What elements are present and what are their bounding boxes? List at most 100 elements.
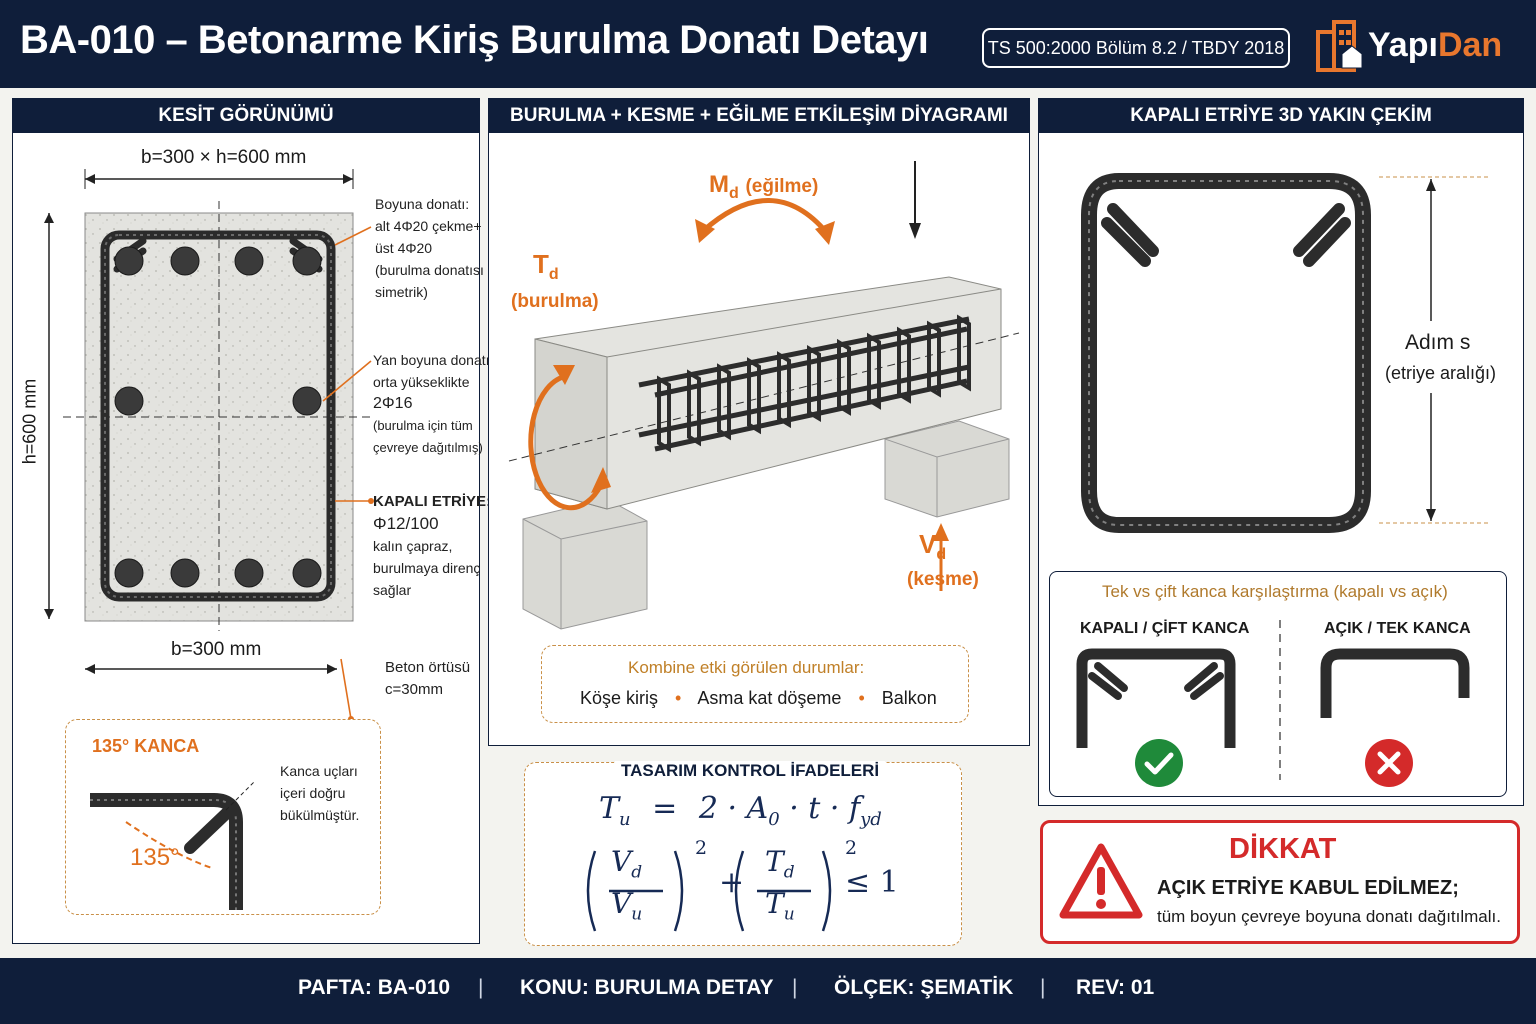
cage-stirrup xyxy=(717,363,731,441)
cover-line: Beton örtüsü xyxy=(385,659,471,676)
cage-stirrup xyxy=(837,338,851,416)
logo-accent: Dan xyxy=(1437,26,1503,64)
case-item: Köşe kiriş xyxy=(580,688,659,708)
side-rebar-line: orta yükseklikte xyxy=(373,374,470,390)
side-rebar-line: 2Φ16 xyxy=(373,395,413,412)
footer-scale: ÖLÇEK: ŞEMATİK xyxy=(834,976,1014,999)
td-symbol: T xyxy=(533,249,549,279)
logo-main: Yapı xyxy=(1368,26,1438,64)
stirrup-line: Φ12/100 xyxy=(373,514,439,533)
closed-stirrup-3d xyxy=(1081,173,1371,533)
open-hook-drawing xyxy=(1320,648,1470,718)
hook-detail-box: 135° KANCA 135° Kanca uçları içeri doğru… xyxy=(65,719,381,915)
bullet-dot: • xyxy=(675,688,682,708)
td-text: (burulma) xyxy=(511,291,599,312)
dim-top-line xyxy=(84,169,354,189)
stirrup-line: kalın çapraz, xyxy=(373,538,453,554)
cage-stirrup xyxy=(777,351,791,429)
cage-stirrup xyxy=(957,314,971,392)
section-view-panel: KESİT GÖRÜNÜMÜ b=300 × h=600 mm h=600 mm xyxy=(12,98,493,944)
compare-open-label: AÇIK / TEK KANCA xyxy=(1324,620,1471,637)
standard-badge: TS 500:2000 Bölüm 8.2 / TBDY 2018 xyxy=(982,28,1290,68)
side-rebar-line: Yan boyuna donatı: xyxy=(373,352,494,368)
formula-interaction-brackets xyxy=(586,850,832,932)
f2-num2: Td xyxy=(765,845,795,883)
stirrup-3d-panel: KAPALI ETRİYE 3D YAKIN ÇEKİM Adım s (etr… xyxy=(1038,98,1524,806)
footer-sheet: PAFTA: BA-010 xyxy=(298,976,451,999)
f2-d2: T xyxy=(765,887,784,920)
long-rebar-line: üst 4Φ20 xyxy=(375,240,433,256)
f1-eq: = xyxy=(652,791,678,826)
cage-stirrup xyxy=(657,375,671,453)
f1-rhs-sub: 0 xyxy=(768,809,780,830)
td-sub: d xyxy=(548,266,559,284)
long-rebar-line: alt 4Φ20 çekme+ xyxy=(375,218,482,234)
design-check-title: TASARIM KONTROL İFADELERİ xyxy=(615,761,886,781)
vd-text: (kesme) xyxy=(907,569,979,590)
warning-title: DİKKAT xyxy=(1229,833,1337,865)
side-rebar-line: (burulma için tüm xyxy=(373,418,473,433)
hook-135-drawing xyxy=(90,781,255,910)
long-rebar-line: (burulma donatısı xyxy=(375,262,484,278)
combined-cases-box: Kombine etki görülen durumlar: Köşe kiri… xyxy=(541,645,969,723)
stirrup-title: KAPALI ETRİYE: xyxy=(373,493,492,510)
f2-exp2: 2 xyxy=(845,837,858,859)
page-title: BA-010 – Betonarme Kiriş Burulma Donatı … xyxy=(20,18,929,62)
pitch-dimension xyxy=(1379,176,1489,524)
cage-stirrup xyxy=(867,332,881,410)
hook-detail-title: 135° KANCA xyxy=(92,736,200,756)
warning-box: DİKKAT AÇIK ETRİYE KABUL EDİLMEZ; tüm bo… xyxy=(1040,820,1520,944)
long-rebar-line: simetrik) xyxy=(375,284,428,300)
md-text: (eğilme) xyxy=(745,176,819,197)
warning-line2: tüm boyun çevreye boyuna donatı dağıtılm… xyxy=(1157,907,1501,926)
cover-note: Beton örtüsü c=30mm xyxy=(385,657,470,701)
vd-symbol: V xyxy=(919,529,937,559)
cover-line: c=30mm xyxy=(385,681,443,698)
cage-stirrup xyxy=(897,326,911,404)
hook-angle-label: 135° xyxy=(130,844,180,871)
beam-3d-illustration xyxy=(508,161,1020,630)
cage-stirrup xyxy=(927,320,941,398)
combined-title: Kombine etki görülen durumlar: xyxy=(628,658,865,677)
hook-note-line: içeri doğru xyxy=(280,785,346,801)
footer-rev: REV: 01 xyxy=(1076,976,1155,999)
cage-stirrup xyxy=(747,357,761,435)
formula-torsion: Tu = 2 · A0 · t · fyd xyxy=(599,791,882,830)
f1-lhs-sub: u xyxy=(619,809,631,830)
footer-bar: PAFTA: BA-010 | KONU: BURULMA DETAY | ÖL… xyxy=(0,958,1536,1024)
compare-closed-label: KAPALI / ÇİFT KANCA xyxy=(1080,620,1250,637)
td-label: Td xyxy=(533,249,559,284)
company-logo: YapıDan xyxy=(1312,14,1522,76)
case-item: Asma kat döşeme xyxy=(697,688,842,708)
logo-building-icon xyxy=(1316,20,1363,72)
f2-den1: Vu xyxy=(611,887,642,925)
f2-n2: T xyxy=(765,845,784,878)
f1-rhs2-sub: yd xyxy=(860,809,882,830)
long-rebar-line: Boyuna donatı: xyxy=(375,196,470,212)
long-rebar-note: Boyuna donatı: alt 4Φ20 çekme+ üst 4Φ20 … xyxy=(375,193,484,303)
footer-separator: | xyxy=(478,976,484,999)
interaction-heading: BURULMA + KESME + EĞİLME ETKİLEŞİM DİYAG… xyxy=(489,99,1029,133)
side-rebar-line: çevreye dağıtılmış) xyxy=(373,440,483,455)
section-leader-lines xyxy=(322,226,374,722)
hook-note-line: bükülmüştür. xyxy=(280,807,360,823)
vd-label: Vd xyxy=(919,529,946,564)
warning-line1: AÇIK ETRİYE KABUL EDİLMEZ; xyxy=(1157,877,1459,899)
md-label: Md (eğilme) xyxy=(709,171,818,203)
compare-box: Tek vs çift kanca karşılaştırma (kapalı … xyxy=(1049,571,1507,797)
f1-rhs: 2 · A xyxy=(698,791,769,826)
dim-top-label: b=300 × h=600 mm xyxy=(141,147,307,168)
interaction-panel: BURULMA + KESME + EĞİLME ETKİLEŞİM DİYAG… xyxy=(488,98,1030,746)
cross-icon xyxy=(1365,739,1413,787)
f1-lhs: T xyxy=(599,791,620,826)
stirrup-line: burulmaya direnç xyxy=(373,560,481,576)
dim-left-line xyxy=(44,213,54,619)
dim-bottom-label: b=300 mm xyxy=(171,639,262,660)
check-icon xyxy=(1135,739,1183,787)
footer-separator: | xyxy=(792,976,798,999)
f2-relation: ≤ 1 xyxy=(845,865,899,900)
bullet-dot: • xyxy=(858,688,865,708)
beam-cross-section xyxy=(63,201,373,631)
pitch-sub-label: (etriye aralığı) xyxy=(1385,363,1497,383)
f2-n1-sub: d xyxy=(631,862,643,883)
